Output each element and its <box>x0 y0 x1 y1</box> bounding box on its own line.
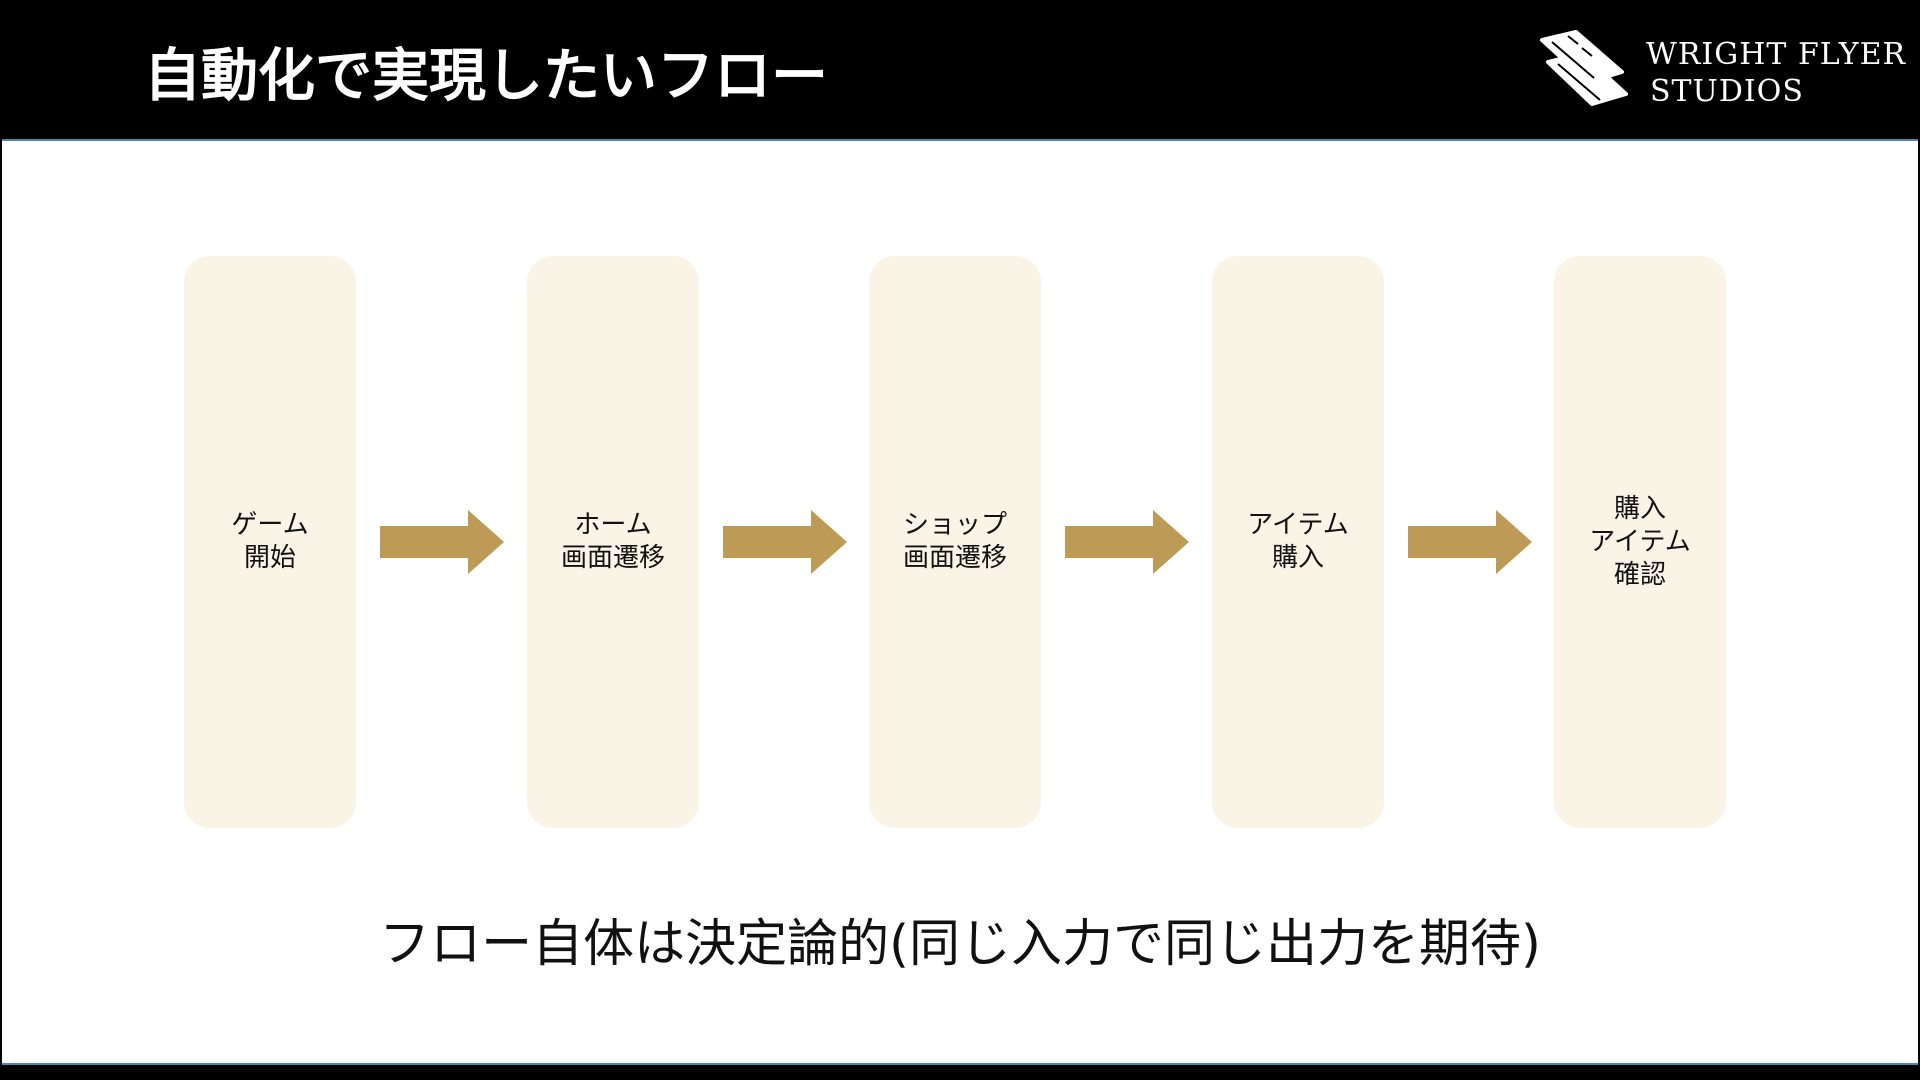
slide-content: ゲーム 開始 ホーム 画面遷移 ショップ 画面遷移 アイテム 購入 購入 アイテ… <box>2 139 1918 1065</box>
flow-step-label: ホーム 画面遷移 <box>560 510 665 573</box>
flow-step-purchase-confirm: 購入 アイテム 確認 <box>1554 256 1726 828</box>
flow-step-label: 購入 アイテム 確認 <box>1589 493 1691 590</box>
company-logo: WRIGHT FLYER STUDIOS <box>1538 28 1905 112</box>
slide-title: 自動化で実現したいフロー <box>144 43 828 109</box>
right-arrow-icon <box>1408 510 1532 574</box>
right-arrow-icon <box>1065 510 1189 574</box>
right-arrow-icon <box>380 510 504 574</box>
slide-header: 自動化で実現したいフロー WRIGHT FLYER STUDIOS <box>0 0 1920 137</box>
slide-summary: フロー自体は決定論的(同じ入力で同じ出力を期待) <box>379 915 1541 974</box>
right-arrow-icon <box>723 510 847 574</box>
flow-step-label: アイテム 購入 <box>1247 510 1349 573</box>
logo-line-1: WRIGHT FLYER <box>1646 37 1907 72</box>
logo-line-2: STUDIOS <box>1650 74 1804 109</box>
flow-step-shop-screen: ショップ 画面遷移 <box>869 256 1041 828</box>
biplane-icon <box>1540 30 1628 106</box>
logo-wordmark: WRIGHT FLYER STUDIOS <box>1646 36 1906 110</box>
flow-step-home-screen: ホーム 画面遷移 <box>527 256 699 828</box>
flow-step-item-purchase: アイテム 購入 <box>1212 256 1384 828</box>
flow-step-label: ショップ 画面遷移 <box>902 510 1007 573</box>
flow-step-label: ゲーム 開始 <box>231 510 309 573</box>
flow-step-game-start: ゲーム 開始 <box>184 256 356 828</box>
